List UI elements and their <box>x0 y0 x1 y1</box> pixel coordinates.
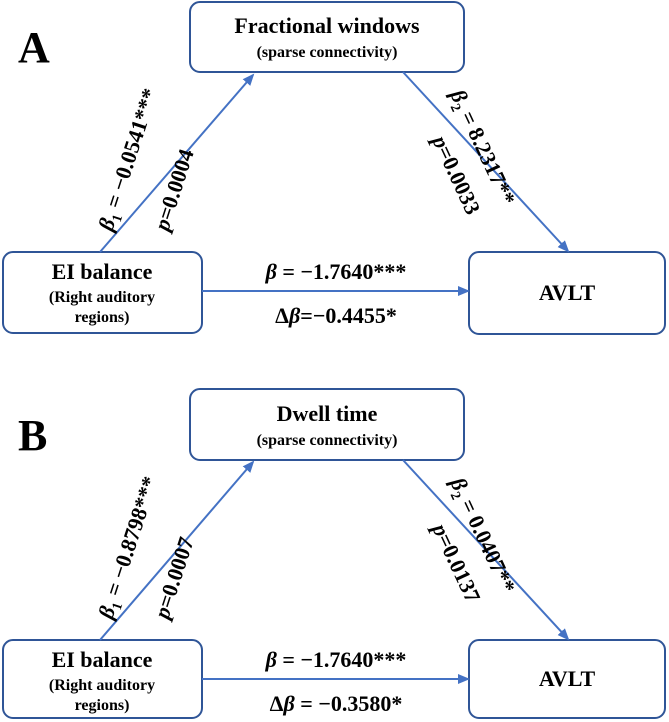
predictor-box <box>2 251 203 334</box>
path-a-p-label: p=0.0004 <box>148 146 198 236</box>
mediator-box <box>189 388 465 461</box>
panel-b: B Dwell time (sparse connectivity) EI ba… <box>2 388 666 719</box>
arrow-path-a <box>99 73 255 253</box>
svg-text:p=0.0007: p=0.0007 <box>148 534 198 624</box>
mediator-subtitle: (sparse connectivity) <box>257 44 398 61</box>
predictor-subtitle-line2: regions) <box>75 309 130 326</box>
panel-label: A <box>18 23 50 72</box>
mediator-title: Fractional windows <box>234 13 420 38</box>
panel-a: A Fractional windows (sparse connectivit… <box>2 1 666 335</box>
path-c-beta-label: β = −1.7640*** <box>265 647 407 672</box>
predictor-title: EI balance <box>52 647 153 672</box>
outcome-title: AVLT <box>539 666 596 691</box>
mediator-title: Dwell time <box>277 401 378 426</box>
predictor-subtitle-line2: regions) <box>75 697 130 714</box>
outcome-title: AVLT <box>539 280 596 305</box>
path-c-delta-label: Δβ = −0.3580* <box>270 691 403 716</box>
path-c-delta-label: Δβ=−0.4455* <box>275 303 397 328</box>
arrow-path-b <box>402 459 570 641</box>
predictor-subtitle-line1: (Right auditory <box>49 677 155 694</box>
path-c-beta-label: β = −1.7640*** <box>265 259 407 284</box>
arrow-path-a <box>99 460 255 641</box>
mediator-box <box>189 1 465 73</box>
predictor-subtitle-line1: (Right auditory <box>49 289 155 306</box>
panel-label: B <box>18 411 47 460</box>
path-a-p-label: p=0.0007 <box>148 534 198 624</box>
mediator-subtitle: (sparse connectivity) <box>257 432 398 449</box>
arrow-path-b <box>402 71 570 253</box>
predictor-title: EI balance <box>52 259 153 284</box>
svg-text:p=0.0004: p=0.0004 <box>148 146 198 236</box>
